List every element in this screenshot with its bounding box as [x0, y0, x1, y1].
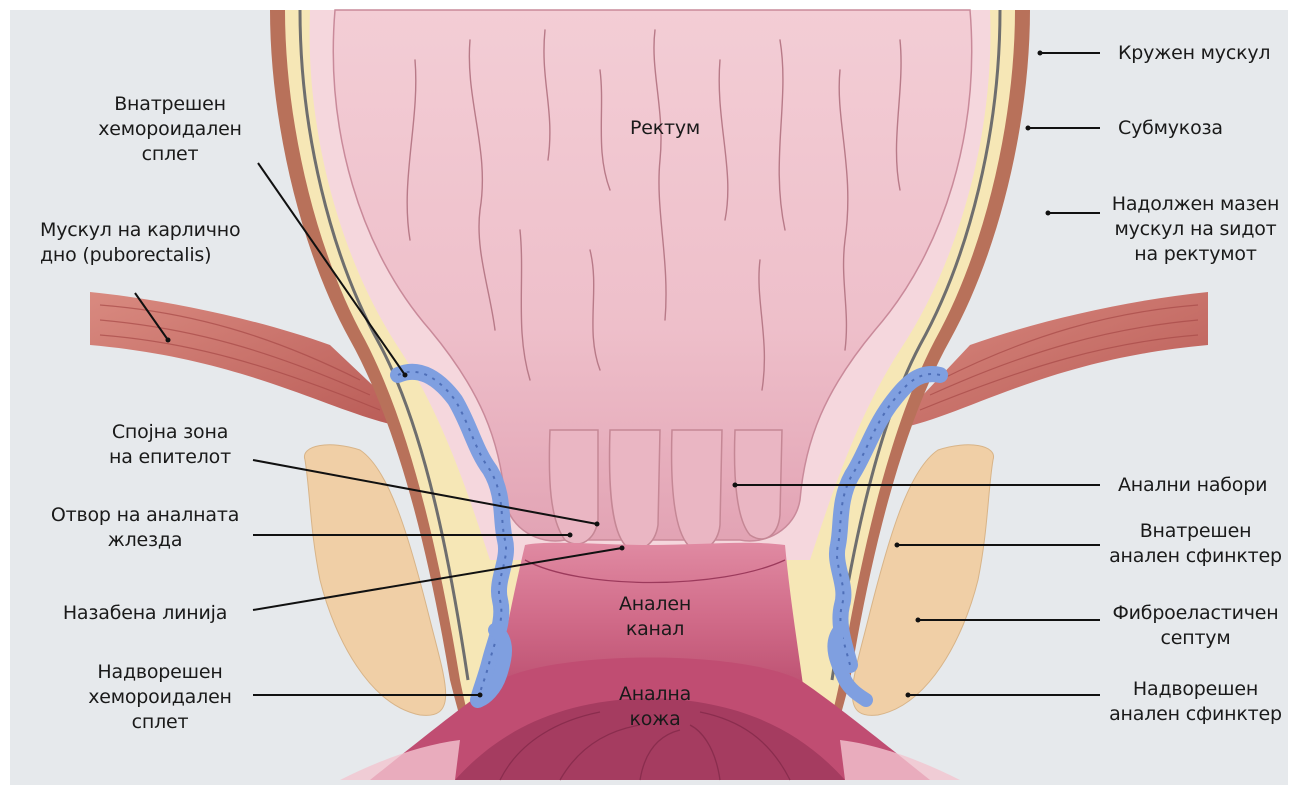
anal-column: [610, 430, 660, 549]
label-anal-canal: Анален канал: [600, 592, 710, 642]
label-fibroelastic-septum: Фиброеластичен септум: [1098, 601, 1293, 651]
label-longitudinal-smooth-muscle: Надолжен мазен мускул на ѕидот на ректум…: [1098, 192, 1293, 267]
label-circular-muscle: Кружен мускул: [1118, 41, 1288, 66]
label-internal-hemorrhoidal-plexus: Внатрешен хемороидален сплет: [70, 92, 270, 167]
label-pelvic-floor-muscle: Мускул на карлично дно (puborectalis): [40, 218, 280, 268]
label-submucosa: Субмукоза: [1118, 116, 1288, 141]
label-internal-anal-sphincter: Внатрешен анален сфинктер: [1098, 519, 1293, 569]
label-rectum: Ректум: [610, 116, 720, 141]
label-external-anal-sphincter: Надворешен анален сфинктер: [1098, 677, 1293, 727]
label-anal-gland-opening: Отвор на аналната жлезда: [30, 503, 260, 553]
label-epithelium-junction-zone: Спојна зона на епителот: [70, 420, 270, 470]
label-anal-skin: Анална кожа: [600, 682, 710, 732]
label-dentate-line: Назабена линија: [30, 601, 260, 626]
label-external-hemorrhoidal-plexus: Надворешен хемороидален сплет: [55, 660, 265, 735]
label-anal-folds: Анални набори: [1118, 473, 1293, 498]
